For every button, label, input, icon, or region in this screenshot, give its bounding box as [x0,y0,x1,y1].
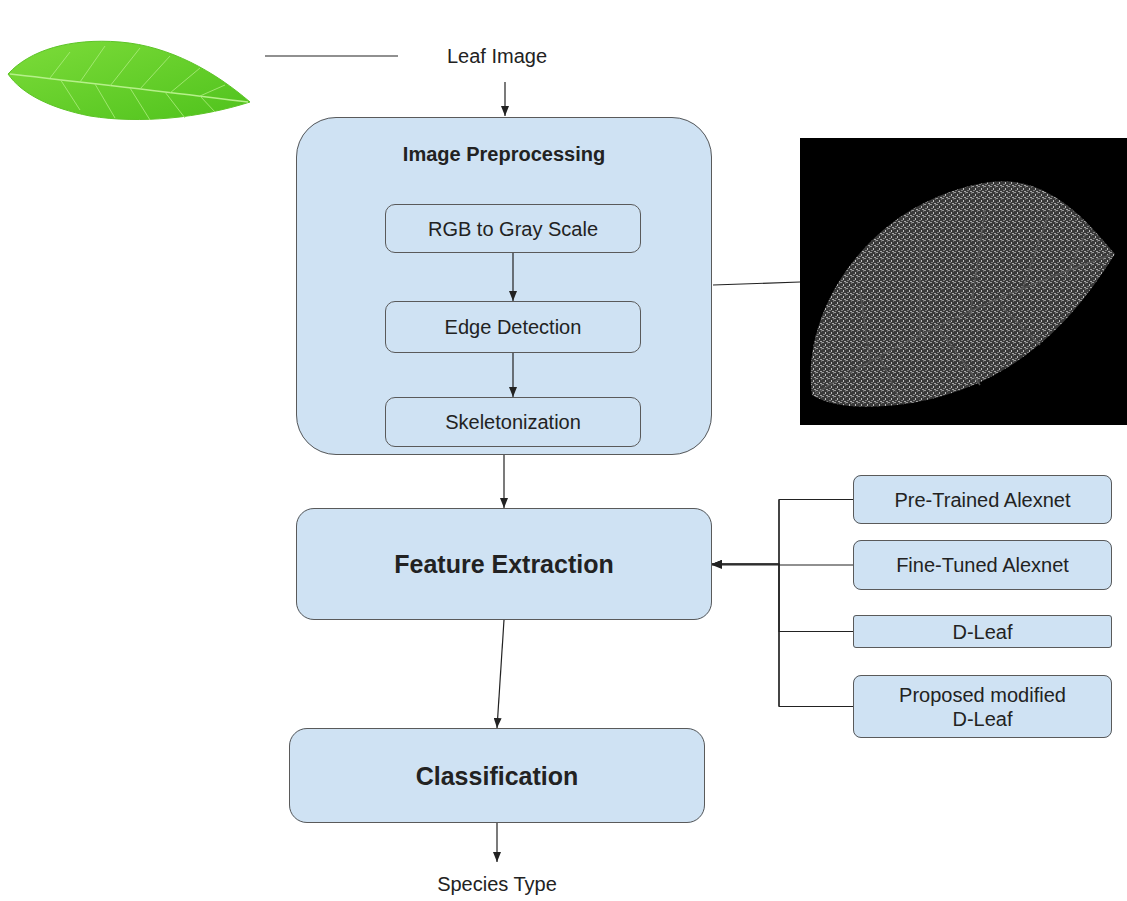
flow-label: Species Type [397,872,597,896]
stage-box: Feature Extraction [296,508,712,620]
node-fill [853,615,1112,648]
node-text: Fine-Tuned Alexnet [896,553,1069,577]
model-box: Proposed modified D-Leaf [853,675,1112,738]
node-text: Feature Extraction [394,549,614,579]
leaf-image [8,41,250,120]
process-box: Skeletonization [385,397,641,447]
node-text: Classification [416,761,579,791]
node-fill [853,540,1112,590]
node-fill [385,204,641,253]
stage-box: Classification [289,728,705,823]
leader-line [265,55,398,56]
flow-label: Leaf Image [397,44,597,68]
leader-line [713,282,800,285]
flow-arrow [712,500,853,565]
model-box: Fine-Tuned Alexnet [853,540,1112,590]
flow-arrow [712,564,853,707]
model-box: D-Leaf [853,615,1112,648]
node-fill [289,728,705,823]
model-box: Pre-Trained Alexnet [853,475,1112,524]
node-text: Edge Detection [445,315,582,339]
node-text: Image Preprocessing [403,142,605,166]
process-box: RGB to Gray Scale [385,204,641,253]
node-text: Proposed modified D-Leaf [888,683,1078,731]
flow-arrow [512,353,513,397]
flow-arrow [497,620,504,728]
node-text: D-Leaf [952,620,1012,644]
process-box: Edge Detection [385,301,641,353]
node-fill [385,301,641,353]
flow-arrow [512,253,513,301]
node-fill [853,475,1112,524]
node-fill [296,508,712,620]
skeleton-image [800,138,1127,425]
node-text: RGB to Gray Scale [428,217,598,241]
node-fill [296,117,712,455]
node-fill [853,675,1112,738]
flow-arrow [503,455,504,508]
node-text: Pre-Trained Alexnet [894,488,1070,512]
flow-arrow [712,564,853,632]
flow-arrow [504,82,505,116]
node-text: Skeletonization [445,410,581,434]
flow-arrow [496,823,497,862]
stage-box: Image PreprocessingRGB to Gray ScaleEdge… [296,117,712,455]
node-fill [385,397,641,447]
